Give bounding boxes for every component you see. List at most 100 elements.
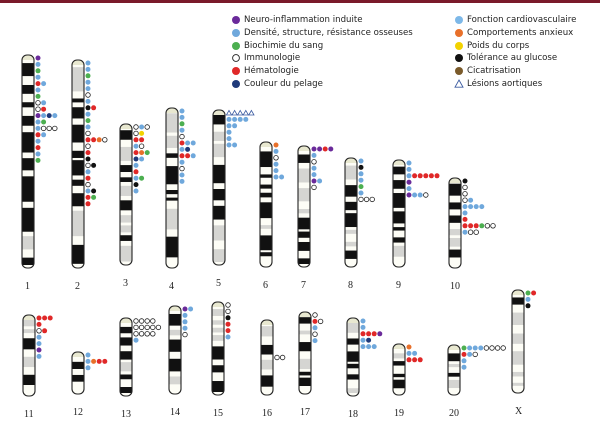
locus-marker-hemato — [412, 357, 418, 363]
locus-marker-hemato — [42, 328, 48, 334]
weight-marker-icon — [455, 41, 463, 50]
chromosome-outline — [448, 177, 462, 269]
locus-row — [179, 172, 185, 178]
locus-marker-density — [406, 350, 412, 356]
locus-row — [312, 338, 318, 344]
locus-row — [358, 184, 364, 190]
locus-marker-hemato — [312, 318, 318, 324]
locus-row — [85, 92, 91, 98]
locus-marker-hemato — [91, 105, 97, 111]
locus-marker-hemato — [179, 153, 185, 159]
locus-marker-density — [226, 142, 232, 148]
locus-marker-density — [139, 124, 145, 130]
locus-marker-density — [312, 338, 318, 344]
legend-label: Hématologie — [244, 66, 299, 77]
chromosome-outline — [71, 59, 85, 269]
locus-row — [312, 331, 318, 337]
locus-row — [358, 196, 375, 203]
locus-marker-density — [273, 168, 279, 174]
hemato-marker-icon — [232, 67, 240, 76]
locus-row — [85, 201, 91, 207]
chromosome-bands — [298, 146, 310, 264]
locus-marker-density — [85, 169, 91, 175]
locus-row — [133, 175, 145, 181]
locus-marker-hemato — [133, 137, 139, 143]
locus-marker-glucose — [133, 182, 139, 188]
locus-row — [225, 334, 231, 340]
chromosome-label: 1 — [25, 281, 30, 292]
locus-marker-immuno — [155, 324, 162, 331]
locus-marker-hemato — [462, 216, 468, 222]
locus-row — [406, 173, 440, 179]
locus-marker-neuro — [377, 331, 383, 337]
locus-row — [85, 137, 108, 143]
legend-label: Neuro-inflammation induite — [244, 15, 363, 25]
locus-row — [85, 79, 91, 85]
locus-marker-immuno — [35, 100, 41, 106]
locus-row — [35, 100, 47, 106]
locus-marker-density — [41, 100, 47, 106]
locus-marker-immuno — [472, 351, 478, 358]
locus-row — [35, 74, 41, 80]
locus-marker-immuno — [133, 124, 139, 130]
locus-marker-immuno — [179, 133, 185, 140]
locus-marker-density — [179, 114, 185, 120]
locus-marker-density — [467, 345, 473, 351]
locus-marker-density — [35, 151, 41, 157]
locus-row — [406, 179, 412, 185]
locus-row — [133, 169, 139, 175]
chromosome-bands — [448, 345, 460, 389]
locus-row — [85, 188, 97, 194]
locus-marker-density — [41, 113, 47, 119]
locus-marker-hemato — [434, 173, 440, 179]
locus-row — [133, 156, 145, 162]
chromosome-outline — [165, 107, 179, 269]
chromosome-outline — [168, 305, 182, 395]
locus-marker-immuno — [85, 130, 91, 137]
locus-row — [525, 303, 531, 309]
locus-marker-aortic — [248, 109, 255, 116]
locus-marker-immuno — [144, 331, 150, 337]
locus-marker-glucose — [225, 315, 231, 321]
locus-row — [406, 186, 412, 192]
chromosome-bands — [169, 306, 181, 385]
locus-row — [85, 86, 91, 92]
locus-marker-anxiety — [273, 142, 279, 148]
locus-marker-neuro — [311, 146, 317, 152]
locus-marker-hemato — [412, 173, 418, 179]
coat-marker-icon — [232, 80, 240, 88]
locus-row — [182, 325, 188, 331]
locus-marker-immuno — [138, 143, 145, 149]
locus-marker-immuno — [85, 143, 91, 149]
locus-marker-immuno — [311, 159, 317, 165]
locus-row — [133, 324, 162, 331]
locus-marker-density — [473, 204, 479, 210]
locus-marker-density — [412, 192, 418, 198]
locus-row — [179, 133, 185, 140]
locus-marker-density — [462, 210, 468, 216]
locus-marker-hemato — [473, 223, 479, 229]
locus-row — [225, 321, 231, 327]
chromosome-bands — [120, 318, 132, 393]
locus-marker-immuno — [467, 229, 474, 235]
chromosome-13: 13 — [119, 317, 162, 420]
chromosome-label: 16 — [262, 408, 272, 419]
locus-marker-hemato — [185, 153, 191, 159]
locus-marker-hemato — [42, 315, 48, 321]
locus-row — [35, 106, 47, 112]
locus-row — [35, 119, 47, 125]
locus-marker-coat — [366, 337, 372, 343]
locus-row — [85, 111, 91, 117]
chromosome-bands — [212, 302, 224, 392]
locus-row — [85, 118, 91, 124]
locus-row — [85, 358, 108, 364]
locus-row — [35, 151, 41, 157]
locus-marker-density — [133, 162, 139, 168]
locus-row — [35, 68, 41, 74]
locus-marker-immuno — [85, 181, 91, 188]
locus-marker-hemato — [417, 173, 423, 179]
locus-marker-density — [371, 344, 377, 350]
chromosome-label: 20 — [449, 408, 459, 419]
locus-row — [273, 168, 279, 174]
